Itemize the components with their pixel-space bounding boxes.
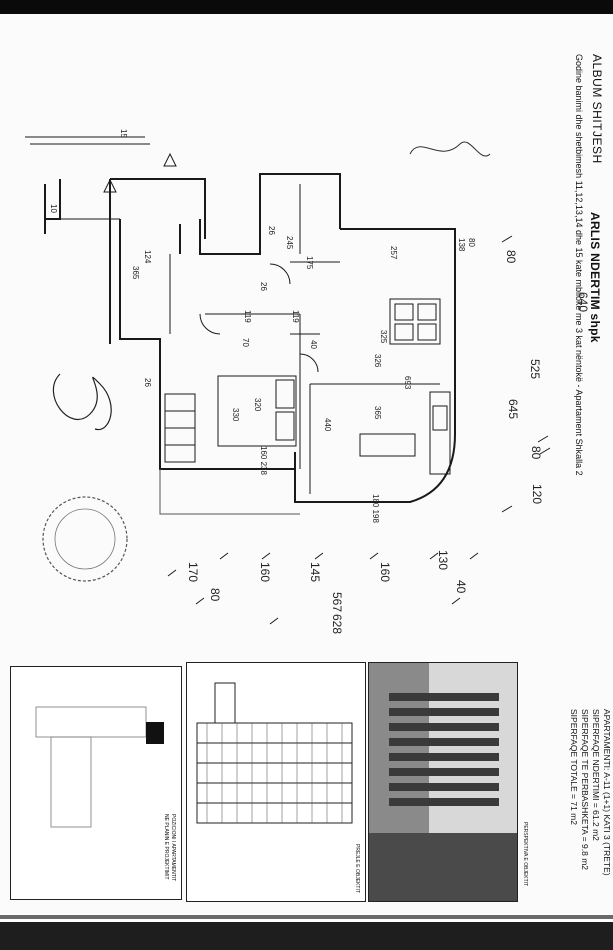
floor-plan <box>25 136 551 625</box>
dim-40-room: 40 <box>309 340 318 349</box>
dim-640: 640 <box>576 292 590 313</box>
signature-left-icon <box>52 373 112 431</box>
bottom-black-bar <box>0 922 613 950</box>
building-plan-image <box>196 682 353 824</box>
dim-120: 120 <box>530 484 544 505</box>
signature-top-icon <box>409 141 491 157</box>
dim-80-right: 80 <box>529 446 543 460</box>
position-caption: POZICIONI I APARTAMENTIT NE PLANIN E PRO… <box>162 814 176 881</box>
outer-wall <box>294 228 456 503</box>
dim-628: 628 <box>330 614 344 635</box>
building-plan-panel <box>186 662 366 902</box>
dim-26-c: 26 <box>143 378 152 387</box>
dim-124: 124 <box>143 250 152 264</box>
document-page: ALBUM SHITJESH Godine banimi dhe shetbim… <box>0 14 613 914</box>
dim-567: 567 <box>330 592 344 613</box>
dim-525: 525 <box>528 359 542 380</box>
position-caption-line2: NE PLANIN E PROJEKTIMIT <box>163 814 169 880</box>
dim-40: 40 <box>454 580 468 594</box>
dim-365-a: 365 <box>373 406 382 420</box>
dim-175: 175 <box>305 256 314 270</box>
dim-245: 245 <box>285 236 294 250</box>
dim-145: 145 <box>308 562 322 583</box>
position-plan-image <box>35 706 164 828</box>
dim-170: 170 <box>186 562 200 583</box>
dim-119-b: 119 <box>291 310 300 323</box>
dim-80-top: 80 <box>504 250 518 264</box>
dim-26-b: 26 <box>259 282 268 291</box>
dim-80-small: 80 <box>467 238 476 247</box>
dim-365-b: 365 <box>131 266 140 280</box>
dim-440: 440 <box>323 418 332 432</box>
company-stamp-icon <box>42 496 128 582</box>
building-perspective-image <box>369 663 517 901</box>
dim-130: 130 <box>436 550 450 571</box>
position-panel <box>10 666 182 900</box>
apartment-marker <box>146 722 164 744</box>
dim-326: 326 <box>373 354 382 368</box>
bottom-gray-line <box>0 915 613 919</box>
dim-645: 645 <box>506 399 520 420</box>
dim-257: 257 <box>389 246 398 260</box>
dim-70: 70 <box>241 338 250 347</box>
dim-160-b: 160 <box>258 562 272 583</box>
dim-119-a: 119 <box>243 310 252 323</box>
dim-160-a: 160 <box>378 562 392 583</box>
perspective-panel <box>368 662 518 902</box>
dim-180-198: 180 198 <box>371 494 380 523</box>
dim-10: 10 <box>49 204 58 213</box>
dim-693: 693 <box>403 376 412 390</box>
top-black-bar <box>0 0 613 14</box>
dim-330: 330 <box>231 408 240 422</box>
dim-160-238: 160 238 <box>259 446 268 475</box>
north-arrow-icon <box>103 152 177 193</box>
perspective-caption: PERSPEKTIVA E OBJEKTIT <box>522 822 528 887</box>
dim-325: 325 <box>379 330 388 344</box>
dim-80-bottom: 80 <box>208 588 222 602</box>
position-caption-line1: POZICIONI I APARTAMENTIT <box>170 814 176 882</box>
dim-26-a: 26 <box>267 226 276 235</box>
dim-320: 320 <box>253 398 262 412</box>
dim-15: 15 <box>119 129 128 138</box>
building-plan-caption: PREJLE E OBJEKTIT <box>354 844 360 893</box>
dim-138: 138 <box>457 238 466 252</box>
